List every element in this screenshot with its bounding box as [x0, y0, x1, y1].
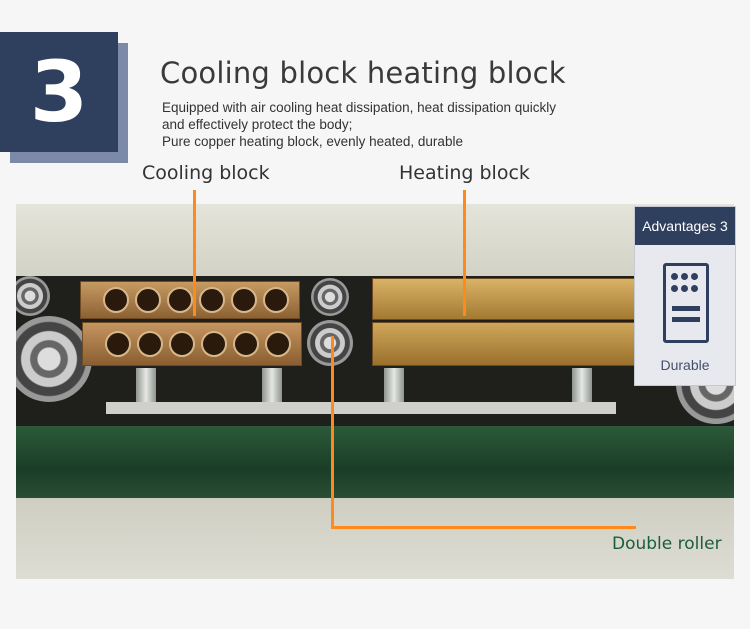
side-roller-left [16, 316, 92, 402]
support-post [136, 368, 156, 404]
heating-block-label: Heating block [399, 162, 530, 184]
product-photo [16, 204, 734, 579]
roller-callout-line-vertical [331, 336, 334, 529]
advantages-panel: Advantages 3 Durable [634, 206, 736, 386]
cooling-block-label: Cooling block [142, 162, 270, 184]
advantages-heading: Advantages 3 [635, 207, 735, 245]
vent-hole [103, 287, 129, 313]
photo-housing-base [16, 498, 734, 579]
advantage-label: Durable [660, 357, 710, 373]
step-number-badge: 3 [0, 32, 118, 152]
support-post [262, 368, 282, 404]
vent-hole [167, 287, 193, 313]
section-title: Cooling block heating block [160, 56, 566, 90]
vent-hole [231, 287, 257, 313]
vent-hole [137, 331, 163, 357]
cooling-block-upper [80, 281, 300, 319]
photo-conveyor-belt [16, 426, 734, 498]
base-plate [106, 402, 616, 414]
upper-roller [311, 278, 349, 316]
vent-hole [263, 287, 289, 313]
section-description: Equipped with air cooling heat dissipati… [162, 99, 632, 150]
support-post [384, 368, 404, 404]
cooling-block-lower [82, 322, 302, 366]
description-line: and effectively protect the body; [162, 117, 353, 132]
heating-block-lower [372, 322, 636, 366]
vent-hole [265, 331, 291, 357]
roller-callout-line-horizontal [331, 526, 636, 529]
vent-hole [201, 331, 227, 357]
vent-hole [105, 331, 131, 357]
description-line: Equipped with air cooling heat dissipati… [162, 100, 556, 115]
copper-block-icon [663, 263, 709, 343]
cooling-callout-line [193, 190, 196, 316]
photo-housing-top [16, 204, 734, 276]
small-roller-left [16, 276, 50, 316]
description-line: Pure copper heating block, evenly heated… [162, 134, 463, 149]
vent-hole [169, 331, 195, 357]
support-post [572, 368, 592, 404]
vent-hole [233, 331, 259, 357]
heating-callout-line [463, 190, 466, 316]
heating-block-upper [372, 278, 636, 320]
double-roller-label: Double roller [612, 534, 722, 554]
vent-hole [135, 287, 161, 313]
lower-roller [307, 320, 353, 366]
vent-hole [199, 287, 225, 313]
